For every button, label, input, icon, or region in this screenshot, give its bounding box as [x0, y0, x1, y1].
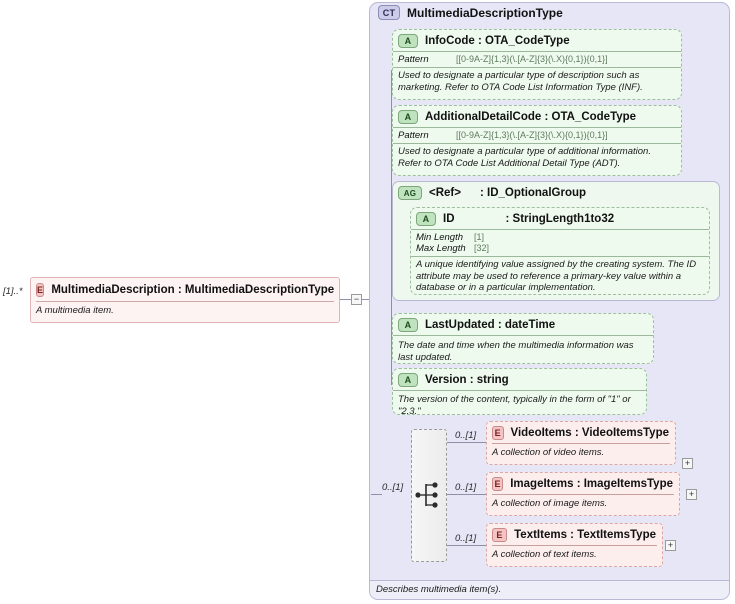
attribute-box-lastupdated[interactable]: A LastUpdated : dateTime The date and ti… [392, 313, 654, 364]
divider [393, 390, 646, 391]
facet-label: Max Length [416, 243, 466, 254]
attribute-icon: A [398, 372, 418, 387]
attribute-box-version[interactable]: A Version : string The version of the co… [392, 368, 647, 417]
root-element-cardinality: [1]..* [3, 286, 23, 297]
connector-line [371, 494, 382, 495]
choice-compositor[interactable] [411, 429, 447, 562]
attribute-documentation: The date and time when the multimedia in… [398, 340, 634, 363]
element-label: ImageItems : ImageItemsType [510, 477, 673, 490]
attribute-spine [391, 70, 392, 385]
element-box-videoitems[interactable]: E VideoItems : VideoItemsType A collecti… [486, 421, 676, 465]
root-element-box[interactable]: E MultimediaDescription : MultimediaDesc… [30, 277, 340, 323]
attribute-group-header: AG <Ref> : ID_OptionalGroup [393, 182, 719, 203]
element-label: TextItems : TextItemsType [514, 528, 656, 541]
collapse-toggle-root[interactable]: − [351, 294, 362, 305]
divider [393, 51, 681, 52]
facet-label: Pattern [398, 130, 429, 141]
attribute-header: A LastUpdated : dateTime [393, 314, 653, 335]
expand-toggle-imageitems[interactable]: + [686, 489, 697, 500]
attribute-group-type: : ID_OptionalGroup [479, 187, 587, 199]
root-element-label: MultimediaDescription : MultimediaDescri… [51, 283, 335, 296]
element-header: E VideoItems : VideoItemsType [487, 422, 675, 443]
element-icon: E [492, 425, 504, 440]
element-documentation: A collection of image items. [492, 498, 608, 509]
facet-min-length: Min Length [1] [411, 230, 709, 243]
divider [393, 127, 681, 128]
element-icon: E [492, 527, 508, 542]
complextype-title: MultimediaDescriptionType [407, 5, 563, 20]
attribute-icon: A [416, 211, 436, 226]
element-box-textitems[interactable]: E TextItems : TextItemsType A collection… [486, 523, 663, 567]
divider [393, 67, 681, 68]
root-element-documentation: A multimedia item. [36, 305, 114, 316]
attribute-label: Version : string [425, 373, 509, 386]
element-header: E ImageItems : ImageItemsType [487, 473, 679, 494]
attribute-header: A AdditionalDetailCode : OTA_CodeType [393, 106, 681, 127]
facet-value: [1] [474, 232, 485, 242]
attribute-header: A InfoCode : OTA_CodeType [393, 30, 681, 51]
divider [492, 545, 657, 546]
divider [492, 443, 670, 444]
complextype-caption: Describes multimedia item(s). [370, 580, 729, 599]
facet-max-length: Max Length [32] [411, 243, 709, 254]
attribute-group-icon: AG [398, 186, 422, 200]
attribute-box-id[interactable]: A ID : StringLength1to32 Min Length [1] … [410, 207, 710, 295]
element-icon: E [492, 476, 504, 491]
connector-line [340, 299, 351, 300]
element-header: E TextItems : TextItemsType [487, 524, 662, 545]
facet-label: Min Length [416, 232, 464, 243]
facet-pattern: Pattern [[0-9A-Z]{1,3}(\.[A-Z]{3}(\.X){0… [393, 52, 681, 65]
compositor-cardinality: 0..[1] [382, 482, 404, 493]
attribute-documentation: Used to designate a particular type of a… [398, 146, 651, 169]
attribute-box-infocode[interactable]: A InfoCode : OTA_CodeType Pattern [[0-9A… [392, 29, 682, 100]
attribute-group-box[interactable]: AG <Ref> : ID_OptionalGroup A ID : Strin… [392, 181, 720, 301]
attribute-documentation: A unique identifying value assigned by t… [416, 259, 697, 293]
attribute-type: : StringLength1to32 [505, 212, 615, 225]
facet-value: [32] [474, 243, 490, 253]
facet-value: [[0-9A-Z]{1,3}(\.[A-Z]{3}(\.X){0,1}){0,1… [456, 54, 608, 64]
root-element-header: E MultimediaDescription : MultimediaDesc… [31, 278, 339, 301]
divider [36, 301, 334, 302]
attribute-header: A Version : string [393, 369, 646, 390]
attribute-label: AdditionalDetailCode : OTA_CodeType [425, 110, 637, 123]
attribute-icon: A [398, 109, 418, 124]
child-cardinality-videoitems: 0..[1] [455, 430, 477, 441]
complextype-icon: CT [378, 5, 400, 20]
attribute-documentation: Used to designate a particular type of d… [398, 70, 643, 93]
divider [492, 494, 674, 495]
attribute-label: LastUpdated : dateTime [425, 318, 556, 331]
child-cardinality-textitems: 0..[1] [455, 533, 477, 544]
attribute-icon: A [398, 317, 418, 332]
element-label: VideoItems : VideoItemsType [510, 426, 670, 439]
facet-value: [[0-9A-Z]{1,3}(\.[A-Z]{3}(\.X){0,1}){0,1… [456, 130, 608, 140]
divider [411, 229, 709, 230]
complextype-header: CT MultimediaDescriptionType [378, 5, 563, 20]
facet-pattern: Pattern [[0-9A-Z]{1,3}(\.[A-Z]{3}(\.X){0… [393, 128, 681, 141]
facet-label: Pattern [398, 54, 429, 65]
connector-line [447, 494, 488, 495]
attribute-icon: A [398, 33, 418, 48]
divider [393, 335, 653, 336]
choice-icon [415, 482, 438, 508]
connector-line [447, 442, 488, 443]
connector-line [447, 545, 488, 546]
expand-toggle-videoitems[interactable]: + [682, 458, 693, 469]
attribute-label: InfoCode : OTA_CodeType [425, 34, 570, 47]
child-cardinality-imageitems: 0..[1] [455, 482, 477, 493]
divider [393, 143, 681, 144]
divider [411, 256, 709, 257]
element-documentation: A collection of video items. [492, 447, 605, 458]
element-box-imageitems[interactable]: E ImageItems : ImageItemsType A collecti… [486, 472, 680, 516]
element-icon: E [36, 282, 45, 297]
element-documentation: A collection of text items. [492, 549, 597, 560]
attribute-header: A ID : StringLength1to32 [411, 208, 709, 229]
attribute-documentation: The version of the content, typically in… [398, 394, 631, 417]
attribute-label: ID [443, 212, 455, 225]
expand-toggle-textitems[interactable]: + [665, 540, 676, 551]
attribute-group-ref: <Ref> [429, 187, 461, 199]
attribute-box-additionaldetailcode[interactable]: A AdditionalDetailCode : OTA_CodeType Pa… [392, 105, 682, 176]
